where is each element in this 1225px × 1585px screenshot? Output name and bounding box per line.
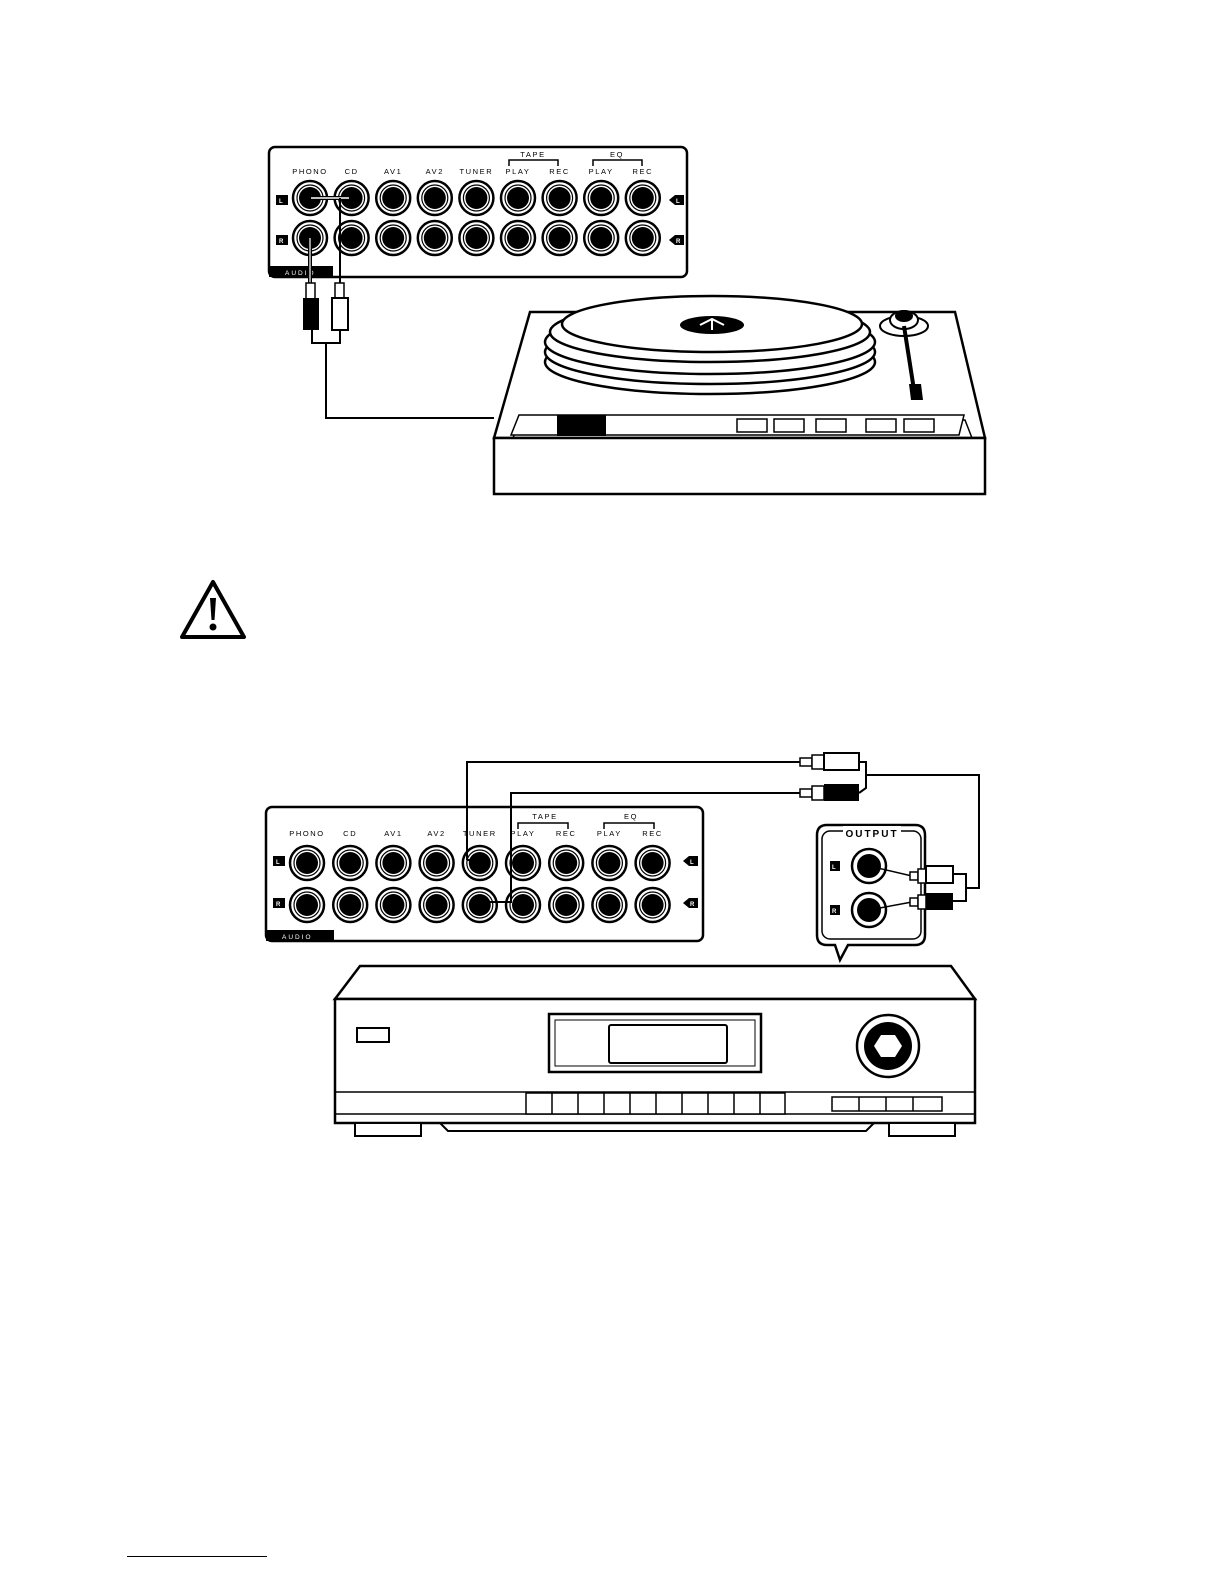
rca-jack	[543, 181, 577, 215]
jack-label: REC	[632, 167, 653, 176]
audio-input-panel-top: TAPE EQ PHONO CD AV1 AV2 TUNER PLAY REC PLAY REC…	[269, 147, 687, 277]
warning-triangle-icon	[182, 582, 244, 637]
rca-jack	[626, 181, 660, 215]
jack-label: PLAY	[589, 167, 614, 176]
jack-label: PLAY	[510, 829, 535, 838]
jack-label: AV1	[384, 167, 402, 176]
jack-label: CD	[343, 829, 357, 838]
jack-label: REC	[549, 167, 570, 176]
rca-plug-white	[800, 753, 859, 770]
svg-text:R: R	[676, 239, 681, 245]
rca-jack	[501, 221, 535, 255]
rca-jack	[636, 888, 670, 922]
output-callout: OUTPUT L R	[817, 825, 966, 960]
svg-text:L: L	[676, 199, 680, 205]
svg-text:R: R	[832, 909, 837, 915]
rca-jack	[420, 888, 454, 922]
rca-jack	[376, 181, 410, 215]
tuner-receiver-illustration	[335, 966, 975, 1136]
jack-label: AV1	[384, 829, 402, 838]
rca-jack	[636, 846, 670, 880]
turntable-illustration	[494, 296, 985, 494]
rca-jack	[592, 846, 626, 880]
rca-jack	[459, 221, 493, 255]
svg-text:L: L	[279, 199, 283, 205]
rca-plug-red	[303, 283, 319, 330]
jack-label: CD	[345, 167, 359, 176]
rca-jack	[549, 846, 583, 880]
rca-jack	[543, 221, 577, 255]
jack-label: REC	[556, 829, 577, 838]
rca-jack	[549, 888, 583, 922]
svg-text:R: R	[690, 902, 695, 908]
eq-group-label: EQ	[610, 150, 624, 159]
tape-group-label: TAPE	[520, 150, 545, 159]
jack-label: AV2	[427, 829, 445, 838]
rca-jack	[584, 181, 618, 215]
tape-group-label: TAPE	[532, 812, 557, 821]
rca-plug-red	[800, 784, 859, 801]
rca-jack	[501, 181, 535, 215]
jack-label: PHONO	[292, 167, 328, 176]
eq-group-label: EQ	[624, 812, 638, 821]
rca-jack	[459, 181, 493, 215]
audio-label: AUDIO	[282, 934, 313, 941]
rca-jack	[418, 221, 452, 255]
svg-text:R: R	[279, 239, 284, 245]
jack-label: AV2	[426, 167, 444, 176]
jack-label: PLAY	[597, 829, 622, 838]
jack-label: PLAY	[505, 167, 530, 176]
footnote-separator	[127, 1556, 267, 1557]
rca-jack	[420, 846, 454, 880]
jack-label: PHONO	[289, 829, 325, 838]
svg-text:L: L	[276, 860, 280, 866]
output-title: OUTPUT	[845, 829, 898, 840]
jack-label: REC	[642, 829, 663, 838]
svg-text:L: L	[690, 860, 694, 866]
svg-text:L: L	[832, 865, 836, 871]
rca-plug-white	[332, 283, 348, 330]
svg-text:R: R	[276, 902, 281, 908]
rca-jack	[376, 888, 410, 922]
rca-jack	[626, 221, 660, 255]
rca-jack	[290, 846, 324, 880]
rca-jack	[333, 888, 367, 922]
rca-jack	[333, 846, 367, 880]
rca-jack	[463, 888, 497, 922]
rca-jack	[376, 221, 410, 255]
jack-label: TUNER	[459, 167, 493, 176]
rca-jack	[584, 221, 618, 255]
jack-labels: PHONO CD AV1 AV2 TUNER PLAY REC PLAY REC	[292, 167, 653, 176]
rca-jack	[376, 846, 410, 880]
rca-jack	[290, 888, 324, 922]
rca-jack	[592, 888, 626, 922]
rca-jack	[418, 181, 452, 215]
